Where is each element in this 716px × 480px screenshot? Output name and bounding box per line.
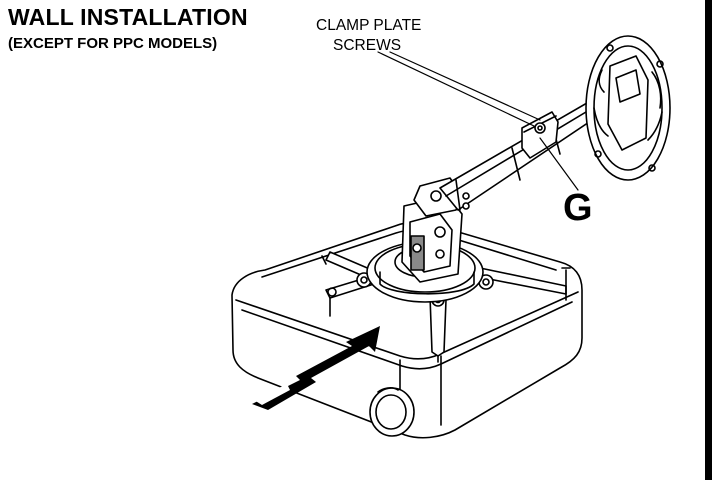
page-subtitle: (EXCEPT FOR PPC MODELS) (8, 35, 218, 52)
right-border-bar (705, 0, 712, 480)
clamp-plate-label: CLAMP PLATE (316, 17, 422, 34)
callout-leaders (377, 51, 579, 191)
projector-lens (369, 387, 415, 437)
part-g-label: G (563, 187, 593, 229)
page-title: WALL INSTALLATION (8, 4, 248, 30)
clamp-screws-label: SCREWS (333, 37, 402, 54)
clamp-plate (521, 111, 559, 159)
wall-plate (585, 35, 671, 181)
direction-arrow (252, 326, 380, 410)
